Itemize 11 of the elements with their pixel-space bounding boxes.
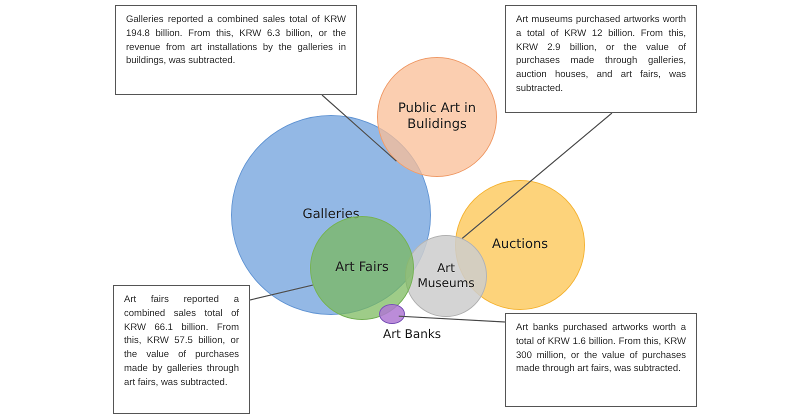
leader-line (462, 112, 612, 239)
callout-box: Galleries reported a combined sales total of KRW 194.8 billion. From this, KRW 6.3 billion, or the revenue from art installations by the galleries in buildings, was subtracted. (115, 5, 357, 95)
category-bubble: Public Art in Bulidings (377, 57, 497, 177)
leader-line (398, 316, 506, 323)
bubble-label: Art Banks (383, 327, 442, 341)
leader-line (250, 284, 314, 301)
leader-line (322, 94, 397, 162)
callout-box: Art museums purchased artworks worth a total of KRW 12 billion. From this, KRW 2.9 billion, or the value of purchases made through galleries, auction houses, and art fairs, was subtracted. (505, 5, 697, 113)
callout-box: Art banks purchased artworks worth a total of KRW 1.6 billion. From this, KRW 300 million, or the value of purchases made through art fairs, was subtracted. (505, 313, 697, 407)
callout-box: Art fairs reported a combined sales total of KRW 66.1 billion. From this, KRW 57.5 billion, or the value of purchases made by galleries through art fairs, was subtracted. (113, 285, 250, 414)
category-bubble (379, 304, 405, 324)
